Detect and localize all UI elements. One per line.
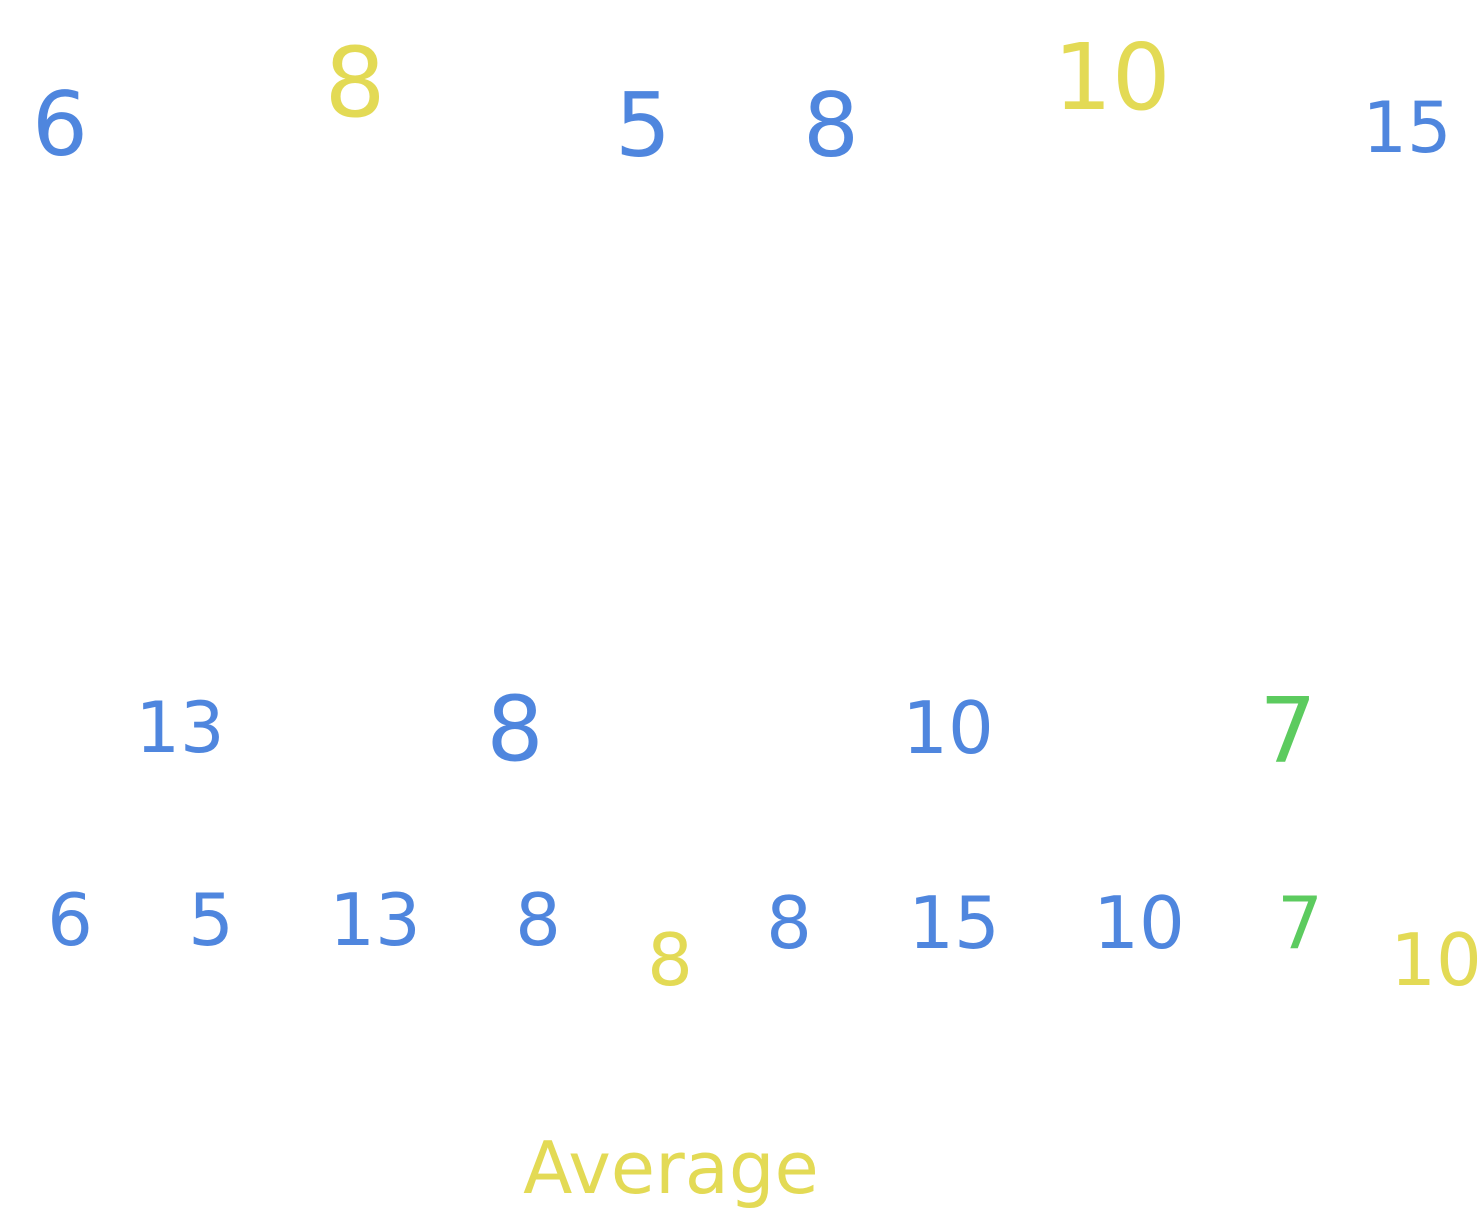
top-number-6: 15 bbox=[1362, 87, 1452, 169]
top-number-1: 6 bbox=[32, 73, 88, 176]
bottom-number-6: 8 bbox=[766, 881, 812, 965]
top-number-2: 8 bbox=[324, 27, 386, 139]
top-number-3: 5 bbox=[615, 74, 671, 177]
bottom-number-10: 10 bbox=[1390, 918, 1480, 1002]
bottom-number-1: 6 bbox=[47, 878, 93, 962]
bottom-number-4: 8 bbox=[515, 878, 561, 962]
middle-number-3: 10 bbox=[902, 686, 994, 770]
middle-number-2: 8 bbox=[486, 677, 544, 782]
bottom-number-5: 8 bbox=[647, 918, 693, 1002]
average-label: Average bbox=[523, 1126, 819, 1210]
bottom-number-2: 5 bbox=[188, 878, 234, 962]
bottom-number-7: 15 bbox=[908, 881, 1000, 965]
middle-number-4: 7 bbox=[1259, 679, 1317, 784]
bottom-number-3: 13 bbox=[329, 878, 421, 962]
top-number-5: 10 bbox=[1053, 24, 1171, 131]
bottom-number-8: 10 bbox=[1093, 881, 1185, 965]
middle-number-1: 13 bbox=[135, 687, 225, 769]
top-number-4: 8 bbox=[803, 74, 859, 177]
bottom-number-9: 7 bbox=[1277, 881, 1323, 965]
